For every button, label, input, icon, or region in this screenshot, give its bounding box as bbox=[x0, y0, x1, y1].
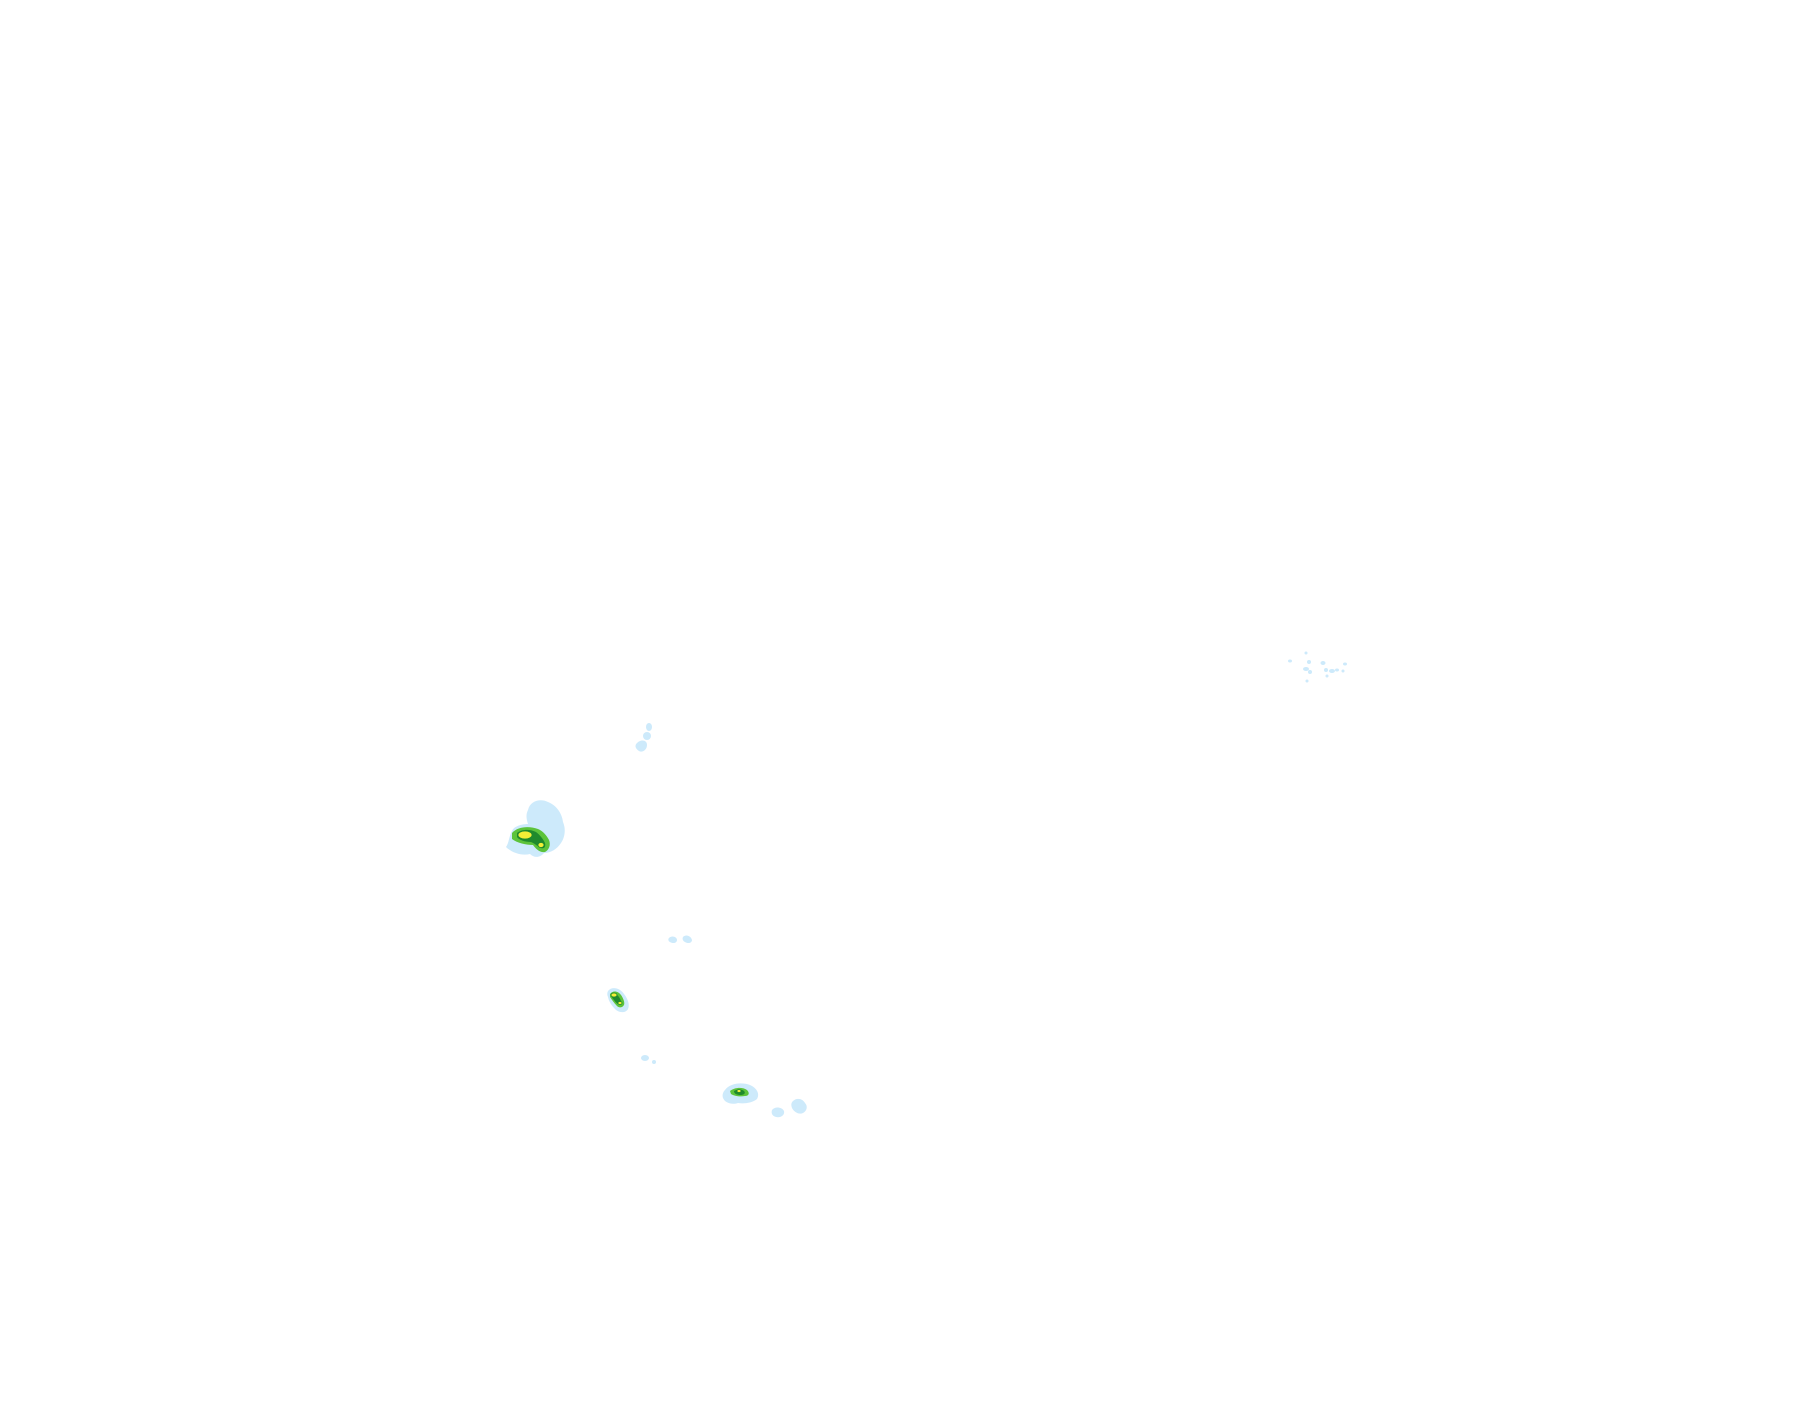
middle-island bbox=[607, 988, 629, 1013]
twin-islets bbox=[668, 935, 692, 944]
northern-islets bbox=[635, 723, 652, 752]
southern-island bbox=[722, 1083, 759, 1104]
eastern-cluster bbox=[1288, 651, 1347, 683]
southeast-islets bbox=[771, 1098, 807, 1118]
small-islets-south bbox=[641, 1055, 656, 1064]
main-island-west bbox=[506, 800, 565, 857]
